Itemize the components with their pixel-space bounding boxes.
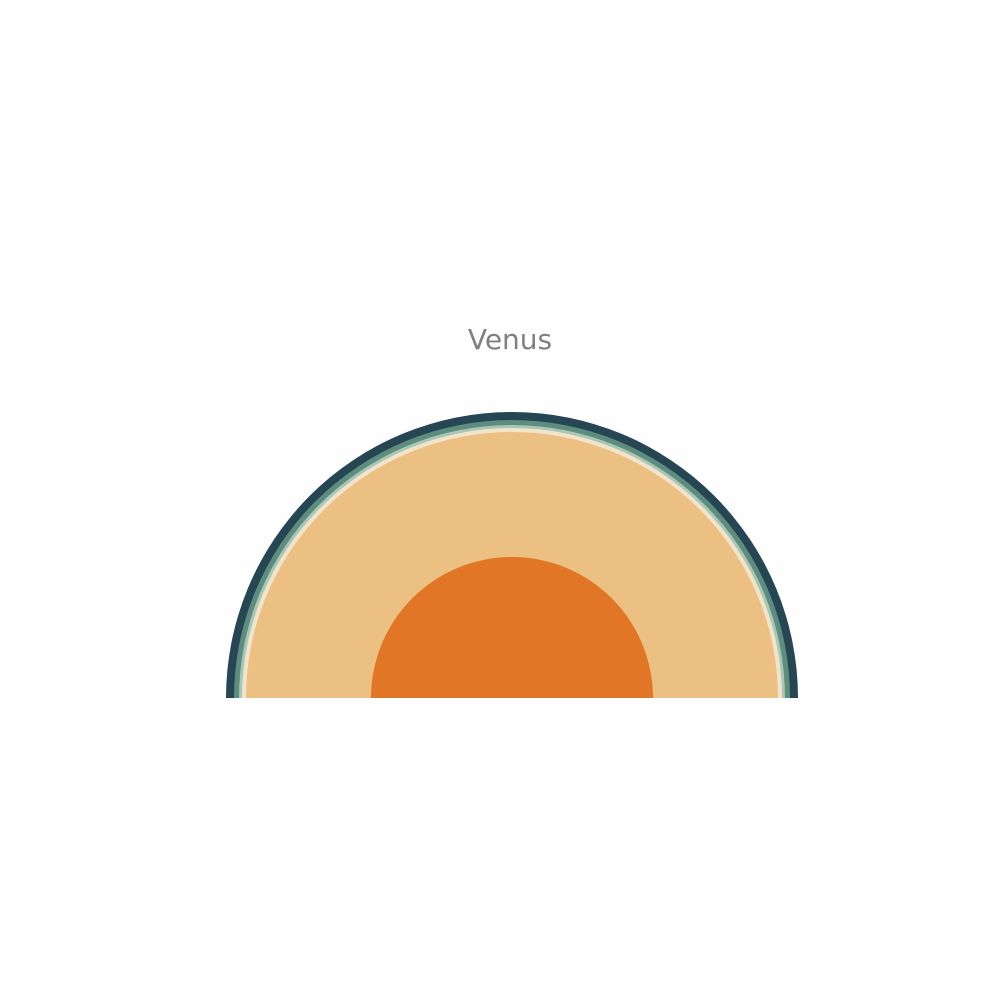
planet-title: Venus (467, 323, 553, 356)
core-layer (371, 557, 653, 698)
